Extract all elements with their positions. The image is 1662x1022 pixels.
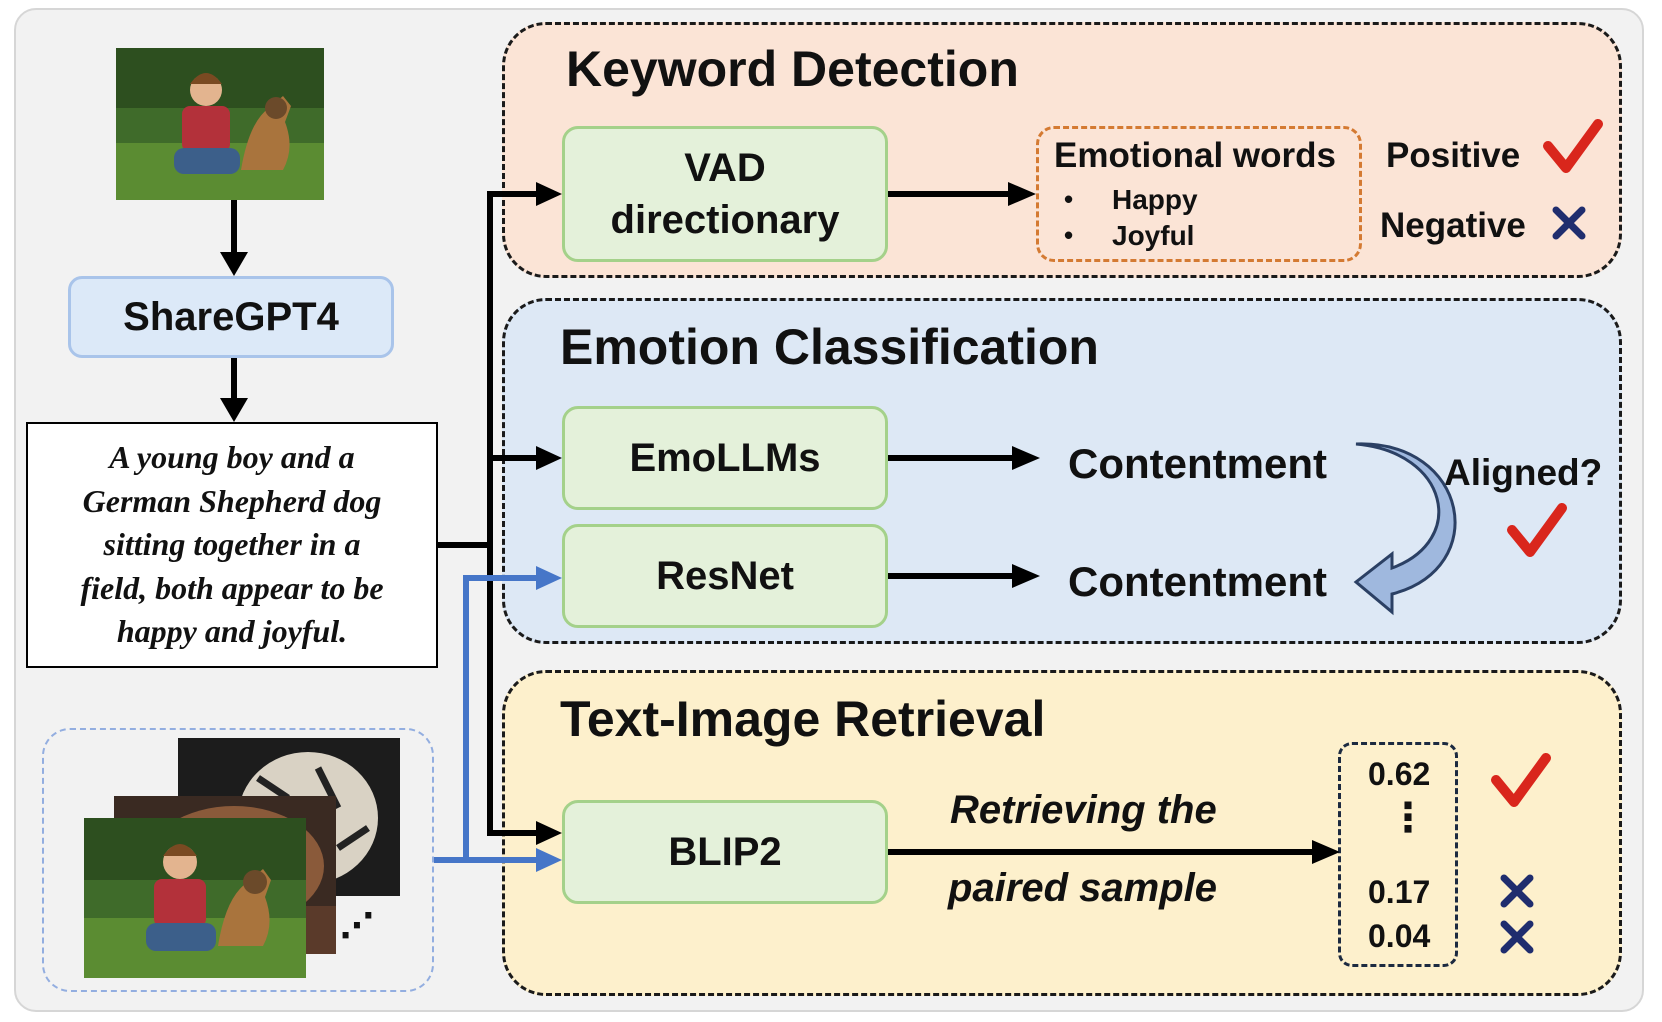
caption-trunk bbox=[438, 192, 493, 836]
blip2-label: BLIP2 bbox=[668, 829, 782, 874]
resnet-output: Contentment bbox=[1068, 558, 1327, 605]
aligned-label: Aligned? bbox=[1444, 452, 1603, 493]
bullet: • bbox=[1064, 220, 1074, 250]
generated-caption: A young boy and a German Shepherd dog si… bbox=[26, 422, 438, 668]
resnet-box: ResNet bbox=[562, 524, 888, 628]
word-happy: Happy bbox=[1112, 184, 1198, 215]
directionary-label: directionary bbox=[610, 198, 840, 242]
emotional-words-heading: Emotional words bbox=[1054, 136, 1336, 175]
image-collection bbox=[42, 728, 434, 992]
caption-line: happy and joyful. bbox=[116, 613, 348, 650]
positive-label: Positive bbox=[1386, 136, 1521, 175]
input-photo bbox=[116, 48, 324, 200]
word-joyful: Joyful bbox=[1112, 220, 1195, 251]
cross-icon bbox=[1500, 920, 1534, 954]
arrow-to-vad bbox=[487, 182, 562, 206]
arrow-emollms-output bbox=[888, 446, 1040, 470]
negative-label: Negative bbox=[1380, 206, 1526, 245]
emotion-classification-title: Emotion Classification bbox=[560, 319, 1099, 375]
score-ellipsis: ⋮ bbox=[1388, 796, 1428, 840]
sharegpt4-box: ShareGPT4 bbox=[68, 276, 394, 358]
check-icon bbox=[1507, 503, 1567, 557]
retrieval-text-line2: paired sample bbox=[948, 866, 1218, 910]
caption-line: A young boy and a bbox=[109, 439, 355, 476]
boy-dog-photo bbox=[84, 818, 306, 978]
vad-dictionary-box: VAD directionary bbox=[562, 126, 888, 262]
sharegpt4-label: ShareGPT4 bbox=[123, 294, 339, 339]
arrow-to-emollms bbox=[487, 446, 562, 470]
similarity-scores-box bbox=[1338, 742, 1458, 967]
emotional-words-box bbox=[1036, 126, 1362, 262]
arrow-photo-to-sharegpt bbox=[220, 200, 248, 276]
retrieval-text-line1: Retrieving the bbox=[950, 788, 1217, 832]
emollms-box: EmoLLMs bbox=[562, 406, 888, 510]
score-mid: 0.17 bbox=[1368, 874, 1431, 910]
image-branch-arrows bbox=[434, 566, 562, 872]
text-image-retrieval-title: Text-Image Retrieval bbox=[560, 691, 1046, 747]
caption-line: sitting together in a bbox=[103, 526, 361, 563]
score-bottom: 0.04 bbox=[1368, 918, 1431, 954]
arrow-sharegpt-to-caption bbox=[220, 358, 248, 422]
check-icon bbox=[1491, 753, 1551, 807]
arrow-blip2-to-scores bbox=[888, 840, 1340, 864]
score-top: 0.62 bbox=[1368, 756, 1431, 792]
caption-line: field, both appear to be bbox=[80, 569, 384, 606]
vad-label: VAD bbox=[684, 146, 766, 190]
caption-line: German Shepherd dog bbox=[82, 482, 382, 519]
resnet-label: ResNet bbox=[656, 553, 794, 598]
arrow-resnet-output bbox=[888, 564, 1040, 588]
emollms-label: EmoLLMs bbox=[629, 435, 821, 480]
check-icon bbox=[1543, 119, 1603, 173]
bullet: • bbox=[1064, 184, 1074, 214]
cross-icon bbox=[1552, 206, 1586, 240]
arrow-to-blip2-text bbox=[487, 821, 562, 845]
keyword-detection-title: Keyword Detection bbox=[566, 41, 1019, 97]
emollms-output: Contentment bbox=[1068, 440, 1327, 487]
blip2-box: BLIP2 bbox=[562, 800, 888, 904]
more-images-ellipsis: ⋰ bbox=[340, 907, 374, 945]
arrow-vad-to-words bbox=[888, 182, 1036, 206]
cross-icon bbox=[1500, 874, 1534, 908]
alignment-curved-arrow bbox=[1353, 442, 1457, 616]
